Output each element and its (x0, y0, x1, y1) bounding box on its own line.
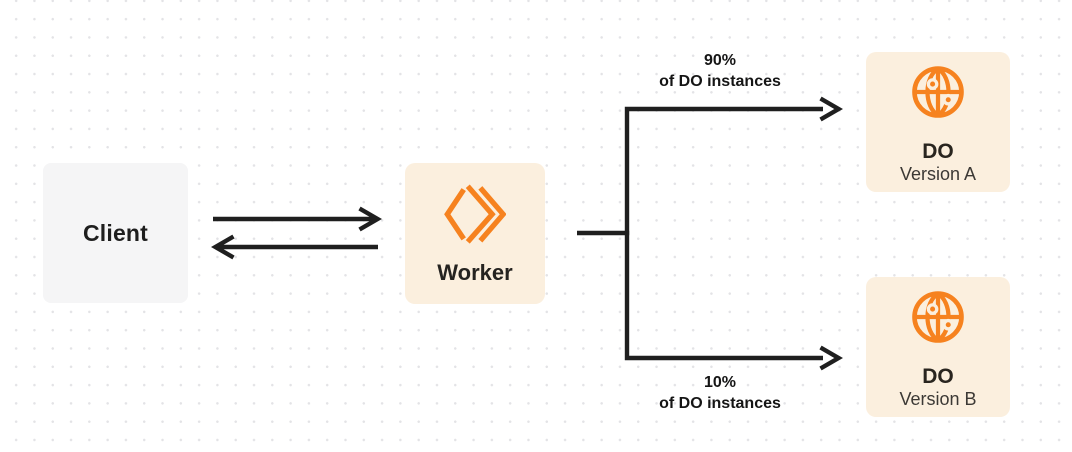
client-node: Client (43, 163, 188, 303)
branch-b-arrowhead (819, 345, 843, 371)
worker-node: Worker (405, 163, 545, 304)
branch-b-percent: 10% (703, 374, 737, 391)
workers-chevrons-icon (444, 184, 506, 244)
client-to-worker-arrow (213, 206, 382, 232)
do-a-subtitle: Version A (899, 164, 977, 184)
branch-b-label: 10% of DO instances (620, 372, 820, 414)
globe-icon (912, 291, 964, 343)
branch-b-caption: of DO instances (659, 395, 781, 412)
worker-label: Worker (437, 260, 513, 285)
client-label: Client (82, 219, 149, 246)
do-b-subtitle: Version B (899, 389, 977, 409)
branch-a-caption: of DO instances (659, 73, 781, 90)
do-version-b-node: DO Version B (866, 277, 1010, 417)
do-b-title: DO (922, 365, 954, 388)
do-a-title: DO (922, 140, 954, 163)
branch-a-percent: 90% (703, 52, 737, 69)
worker-to-client-arrow (211, 234, 378, 260)
branch-a-arrowhead (819, 96, 843, 122)
branch-a-label: 90% of DO instances (620, 50, 820, 92)
split-bracket-line (624, 106, 823, 361)
globe-icon (912, 66, 964, 118)
do-version-a-node: DO Version A (866, 52, 1010, 192)
